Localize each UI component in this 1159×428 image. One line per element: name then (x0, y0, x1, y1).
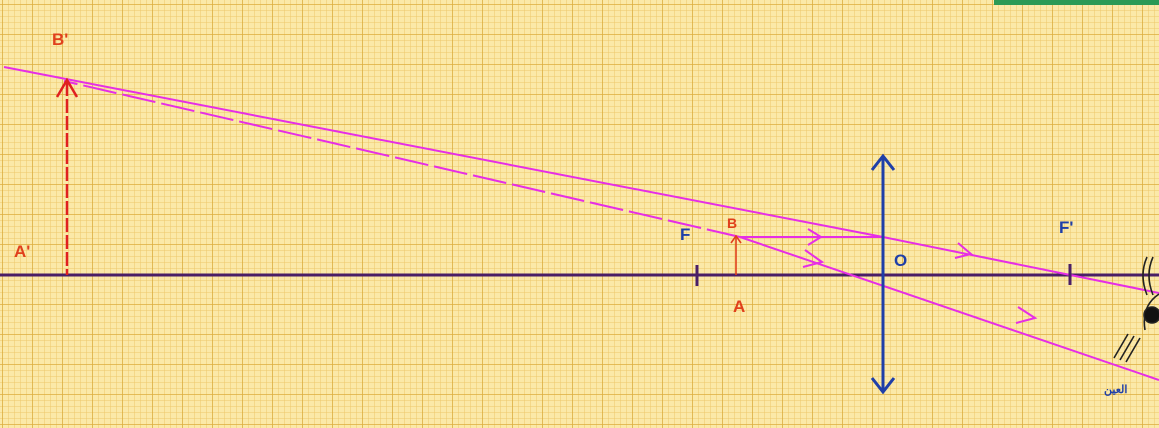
eye-label: العين (1104, 384, 1127, 396)
eye-icon (1113, 256, 1159, 363)
arrowhead-icon (954, 242, 974, 259)
virtual-image-arrow (55, 77, 79, 275)
light-rays (3, 66, 1159, 381)
focus-object-label: F (680, 225, 690, 244)
arrowhead-icon (807, 228, 823, 246)
object-base-label: A (733, 297, 745, 316)
object-top-label: B (727, 215, 737, 231)
arrowhead-icon (802, 249, 825, 268)
corner-tab (994, 0, 1159, 5)
image-top-label: B' (52, 30, 68, 49)
focus-image-label: F' (1059, 218, 1073, 237)
virtual-ray-back-extension (3, 66, 884, 238)
image-base-label: A' (14, 242, 30, 261)
virtual-ray-center-extension (63, 80, 741, 238)
ray-center (739, 236, 1159, 381)
arrowhead-icon (1015, 306, 1038, 324)
ray-parallel-refracted (882, 236, 1159, 294)
ray-direction-arrows (802, 228, 1038, 324)
object-arrow (730, 234, 742, 275)
lens-center-label: O (894, 251, 907, 270)
converging-lens (870, 153, 896, 395)
